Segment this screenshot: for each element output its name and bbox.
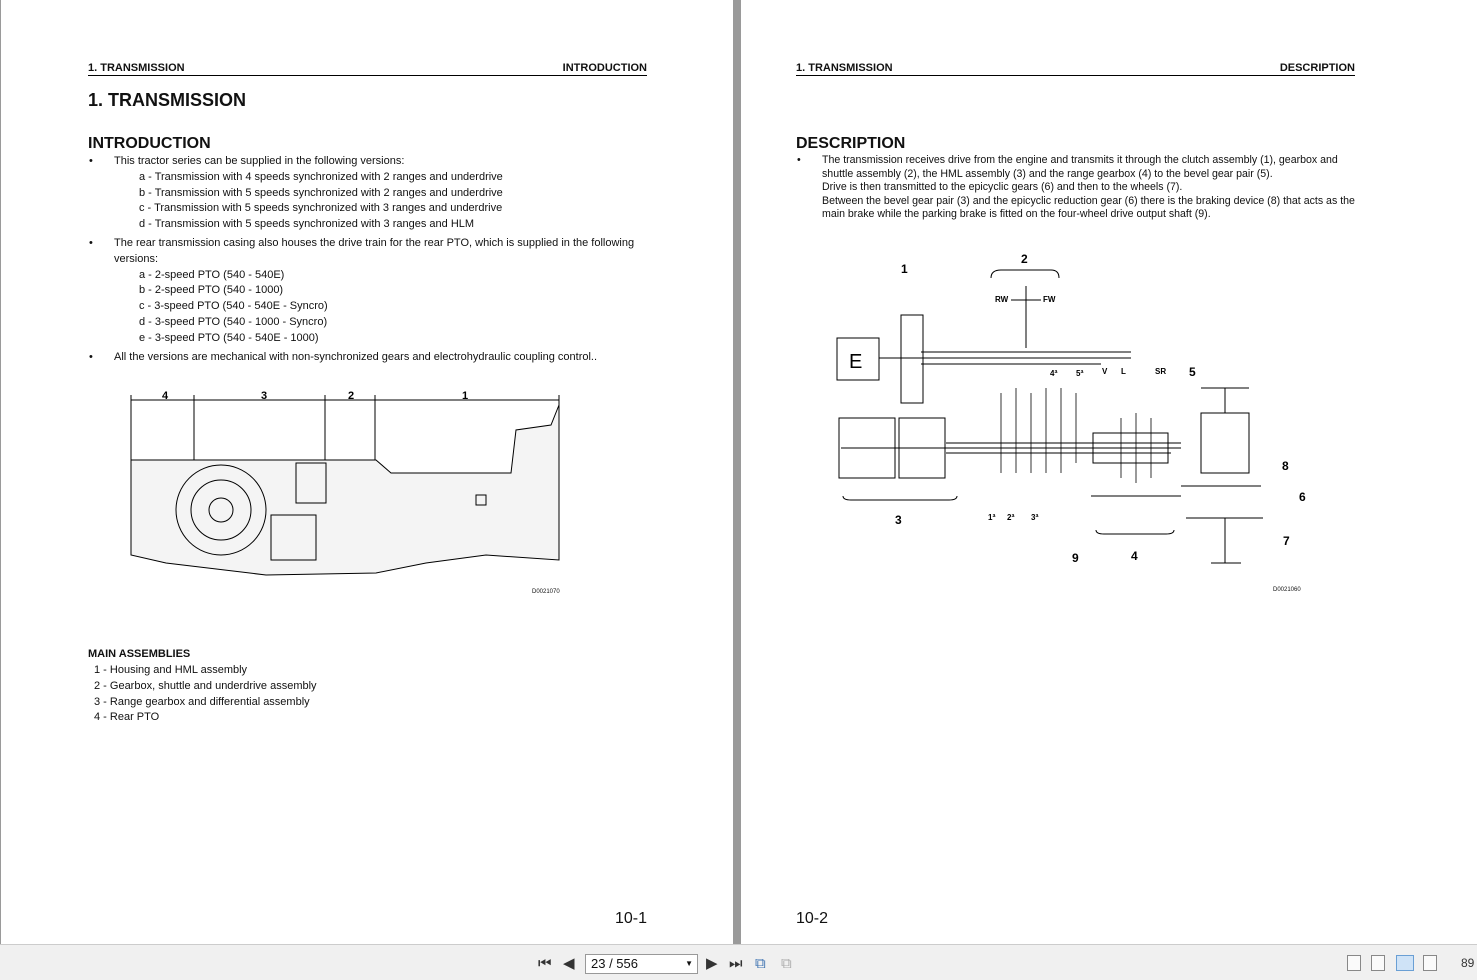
bullet-text: The rear transmission casing also houses… <box>114 236 635 265</box>
range-label: V <box>1102 367 1108 376</box>
header-right: INTRODUCTION <box>562 62 647 74</box>
list-item: d - 3-speed PTO (540 - 1000 - Syncro) <box>139 315 328 328</box>
facing-view-icon[interactable] <box>1396 955 1414 971</box>
single-page-view-icon[interactable] <box>1347 955 1361 971</box>
list-item: a - Transmission with 4 speeds synchroni… <box>139 170 503 183</box>
bullet: The rear transmission casing also houses… <box>89 236 669 347</box>
paragraph-line: Between the bevel gear pair (3) and the … <box>822 194 1355 221</box>
section-title: DESCRIPTION <box>796 135 906 152</box>
dim-label: 3 <box>261 390 267 402</box>
intro-list: This tractor series can be supplied in t… <box>89 154 669 365</box>
callout: 5 <box>1189 365 1196 379</box>
paragraph-line: The transmission receives drive from the… <box>822 154 1338 180</box>
next-page-button[interactable]: ▶ <box>706 955 718 972</box>
list-item: 3 - Range gearbox and differential assem… <box>94 695 310 708</box>
page-field-value: 23 / 556 <box>591 956 638 971</box>
list-item: 2 - Gearbox, shuttle and underdrive asse… <box>94 679 317 692</box>
fw-label: FW <box>1043 295 1056 304</box>
engine-label: E <box>849 351 862 373</box>
next-view-icon[interactable]: ⧉ <box>781 954 792 972</box>
bullet-text: All the versions are mechanical with non… <box>114 350 598 363</box>
page-number: 10-1 <box>615 910 648 927</box>
previous-page-button[interactable]: ◀ <box>563 955 575 972</box>
dropdown-arrow-icon[interactable]: ▼ <box>685 959 693 968</box>
assemblies-list: 1 - Housing and HML assembly 2 - Gearbox… <box>94 663 317 726</box>
list-item: b - Transmission with 5 speeds synchroni… <box>139 186 503 199</box>
figure-id: D0021070 <box>532 589 560 595</box>
callout: 8 <box>1282 459 1289 473</box>
transmission-housing-drawing: 4 3 2 1 <box>130 390 560 576</box>
gear-label: 5ª <box>1076 369 1083 378</box>
callout: 7 <box>1283 534 1290 548</box>
bullet-text: This tractor series can be supplied in t… <box>114 155 405 167</box>
header-right: DESCRIPTION <box>1279 62 1355 74</box>
list-item: 1 - Housing and HML assembly <box>94 664 248 676</box>
callout: 4 <box>1131 549 1138 563</box>
section-title: INTRODUCTION <box>88 135 211 152</box>
zoom-level[interactable]: 89 <box>1461 956 1475 970</box>
assemblies-title: MAIN ASSEMBLIES <box>88 648 191 660</box>
chapter-title: 1. TRANSMISSION <box>88 90 247 110</box>
dim-label: 4 <box>162 390 169 402</box>
gear-label: 4ª <box>1050 369 1057 378</box>
figure-id: D0021060 <box>1273 587 1301 593</box>
gear-label: 1ª <box>988 513 995 522</box>
range-label: SR <box>1155 367 1166 376</box>
left-page: 1. TRANSMISSION INTRODUCTION 1. TRANSMISS… <box>1 0 733 944</box>
dim-label: 2 <box>348 390 354 402</box>
right-page: 1. TRANSMISSION DESCRIPTION DESCRIPTION T… <box>741 0 1477 944</box>
list-item: b - 2-speed PTO (540 - 1000) <box>139 284 284 297</box>
header-left: 1. TRANSMISSION <box>796 62 893 74</box>
continuous-facing-view-icon[interactable] <box>1423 955 1437 971</box>
bullet: This tractor series can be supplied in t… <box>89 154 669 233</box>
description-paragraph: The transmission receives drive from the… <box>797 154 1362 222</box>
previous-view-icon[interactable]: ⧉ <box>755 954 766 972</box>
page-number: 10-2 <box>796 910 829 927</box>
callout: 6 <box>1299 490 1306 504</box>
dim-label: 1 <box>462 390 468 402</box>
callout: 9 <box>1072 551 1079 565</box>
first-page-button[interactable]: ⏮ <box>538 954 552 972</box>
list-item: d - Transmission with 5 speeds synchroni… <box>139 218 475 231</box>
list-item: 4 - Rear PTO <box>94 711 160 724</box>
list-item: c - Transmission with 5 speeds synchroni… <box>139 202 503 215</box>
list-item: a - 2-speed PTO (540 - 540E) <box>139 268 285 281</box>
list-item: e - 3-speed PTO (540 - 540E - 1000) <box>139 331 319 344</box>
running-header: 1. TRANSMISSION INTRODUCTION <box>88 62 647 76</box>
gear-label: 2ª <box>1007 513 1014 522</box>
callout: 3 <box>895 513 902 527</box>
range-label: L <box>1121 367 1126 376</box>
running-header: 1. TRANSMISSION DESCRIPTION <box>796 62 1355 76</box>
list-item: c - 3-speed PTO (540 - 540E - Syncro) <box>139 300 328 313</box>
page-number-field[interactable]: 23 / 556 ▼ <box>585 954 698 974</box>
callout: 1 <box>901 262 908 276</box>
gear-label: 3ª <box>1031 513 1038 522</box>
last-page-button[interactable]: ⏭ <box>729 954 743 972</box>
viewer-toolbar: ⏮ ◀ 23 / 556 ▼ ▶ ⏭ ⧉ ⧉ 89 <box>0 944 1477 980</box>
bullet: All the versions are mechanical with non… <box>89 350 669 366</box>
continuous-view-icon[interactable] <box>1371 955 1385 971</box>
paragraph-line: Drive is then transmitted to the epicycl… <box>822 181 1183 193</box>
rw-label: RW <box>995 295 1009 304</box>
header-left: 1. TRANSMISSION <box>88 62 185 74</box>
transmission-schematic: E 1 2 3 4 5 6 7 8 9 RW FW 4ª 5ª V L SR 1… <box>836 252 1306 565</box>
callout: 2 <box>1021 252 1028 266</box>
